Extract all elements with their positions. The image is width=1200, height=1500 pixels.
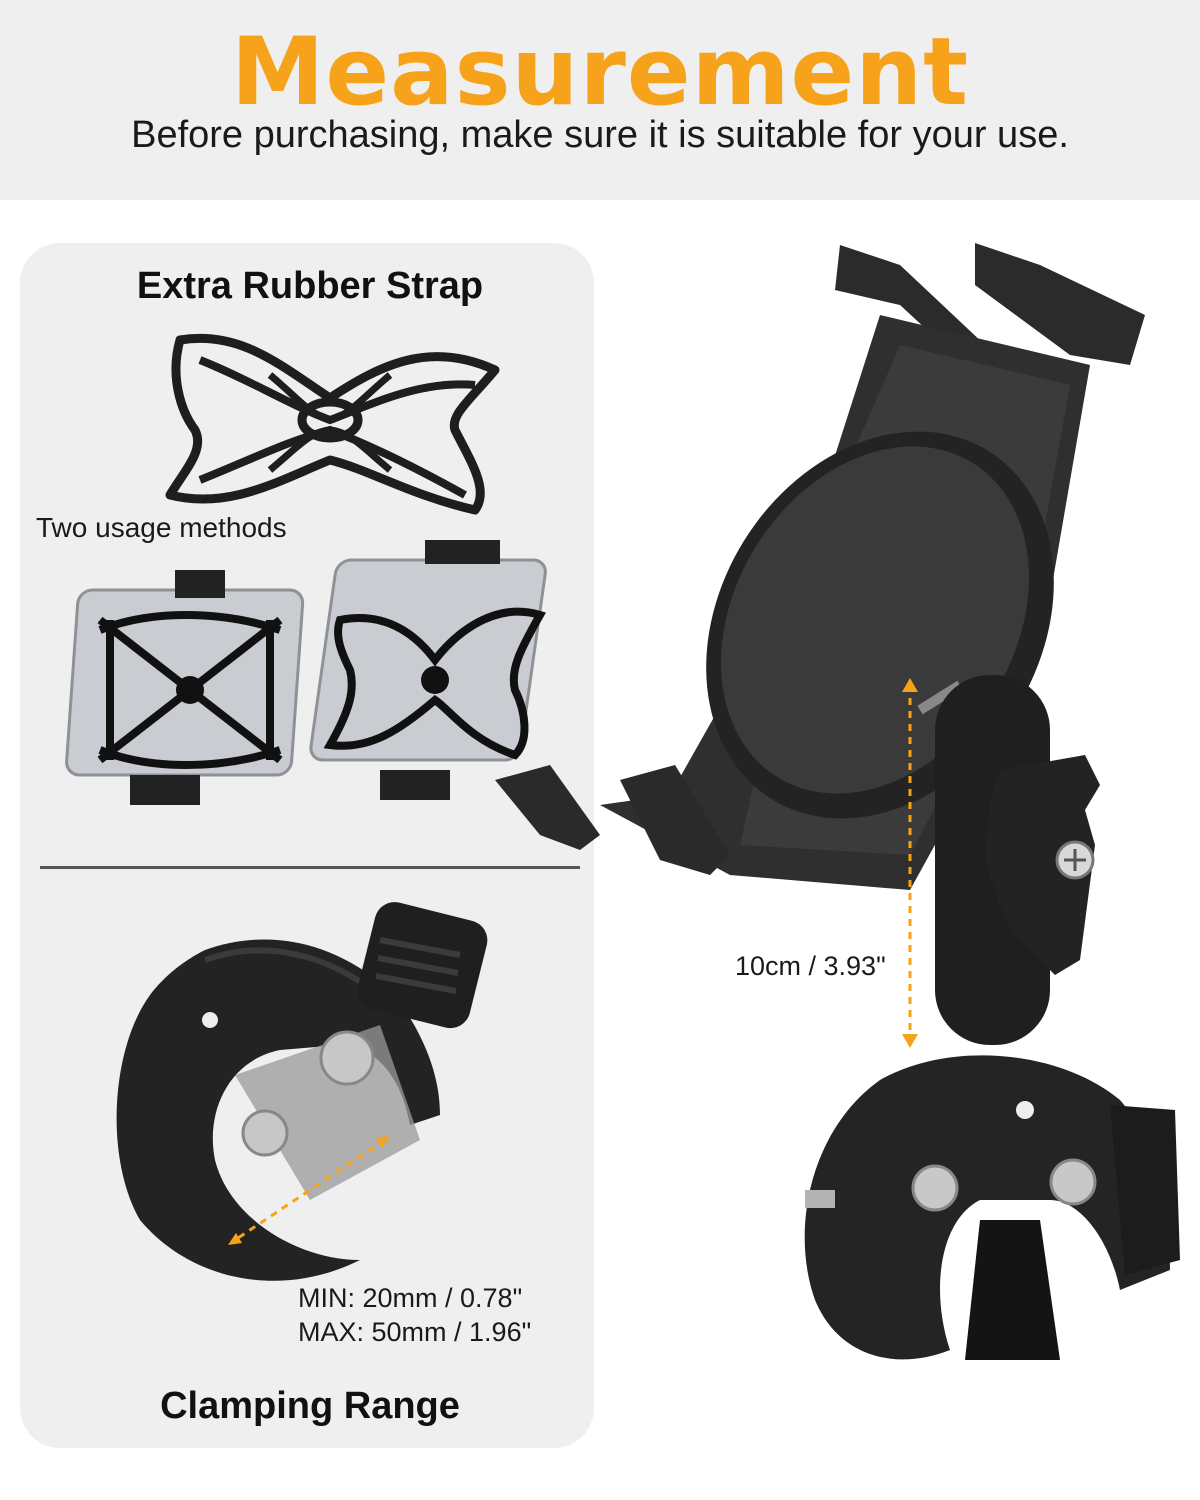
clamp-min-range: MIN: 20mm / 0.78" — [298, 1283, 523, 1313]
arm-length-label: 10cm / 3.93" — [735, 951, 886, 981]
accessory-panel — [20, 243, 594, 1448]
page-title: Measurement — [230, 18, 970, 127]
panel-divider — [40, 866, 580, 869]
strap-heading: Extra Rubber Strap — [136, 265, 484, 307]
usage-method-two-image — [309, 540, 547, 800]
clamp-heading: Clamping Range — [160, 1385, 460, 1427]
rubber-strap-image — [165, 333, 500, 515]
clamp-max-range: MAX: 50mm / 1.96" — [298, 1317, 532, 1347]
mount-arm-image — [804, 675, 1180, 1360]
header-band: Measurement Before purchasing, make sure… — [0, 0, 1200, 200]
usage-method-one-image — [65, 570, 305, 805]
usage-methods-label: Two usage methods — [36, 512, 287, 543]
page-subtitle: Before purchasing, make sure it is suita… — [131, 114, 1069, 156]
clamp-detail-image — [116, 902, 488, 1281]
